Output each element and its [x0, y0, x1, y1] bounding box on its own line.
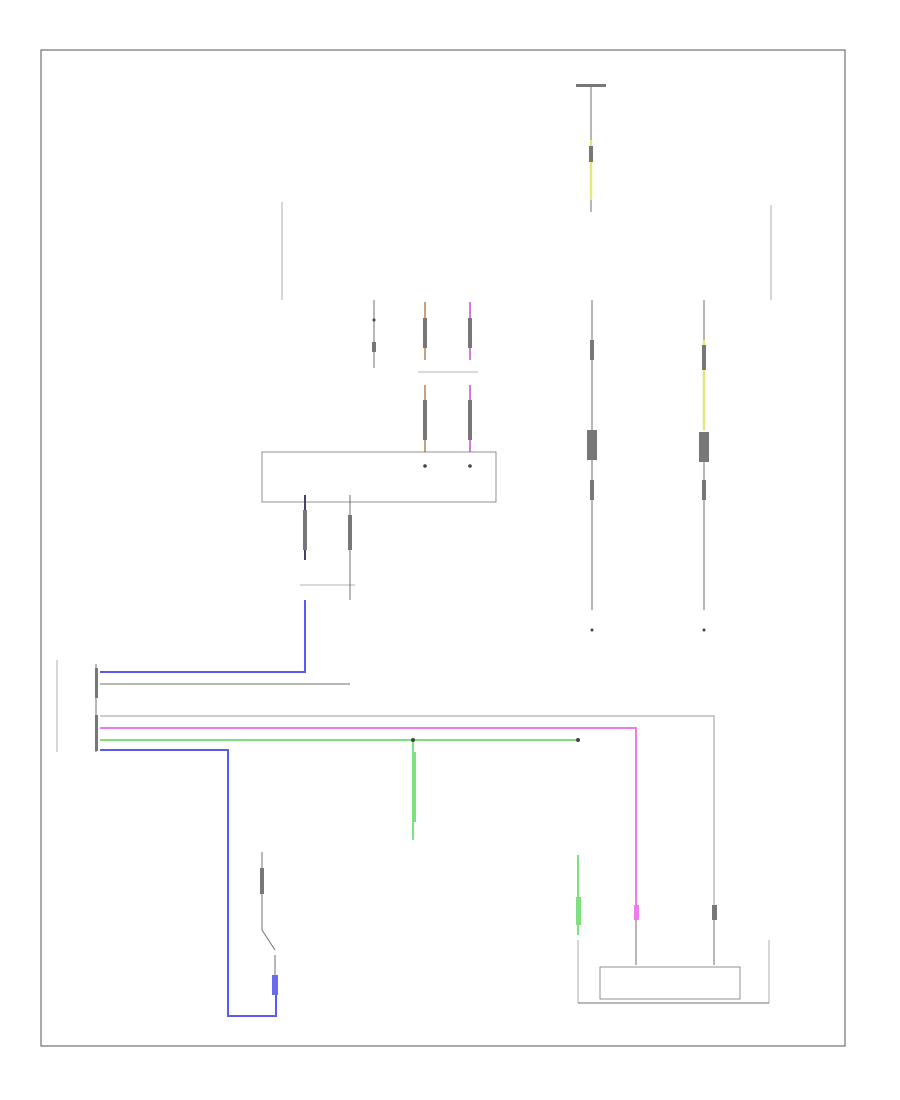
top-ground-block — [576, 84, 606, 212]
wire-gray-right — [100, 715, 715, 915]
range-sensor — [576, 897, 770, 1004]
note-block — [412, 752, 416, 822]
upper-connectors — [372, 300, 478, 452]
wire-blue-lower — [100, 749, 277, 1017]
diagram-frame — [40, 49, 846, 1047]
right-circuits — [587, 300, 709, 632]
junction-module-box — [261, 451, 497, 503]
lower-module-connectors — [300, 495, 355, 600]
wire-pink — [100, 727, 637, 915]
wire-blue-upper — [100, 600, 306, 673]
tcm-connector — [56, 660, 98, 752]
park-switch — [260, 852, 278, 995]
